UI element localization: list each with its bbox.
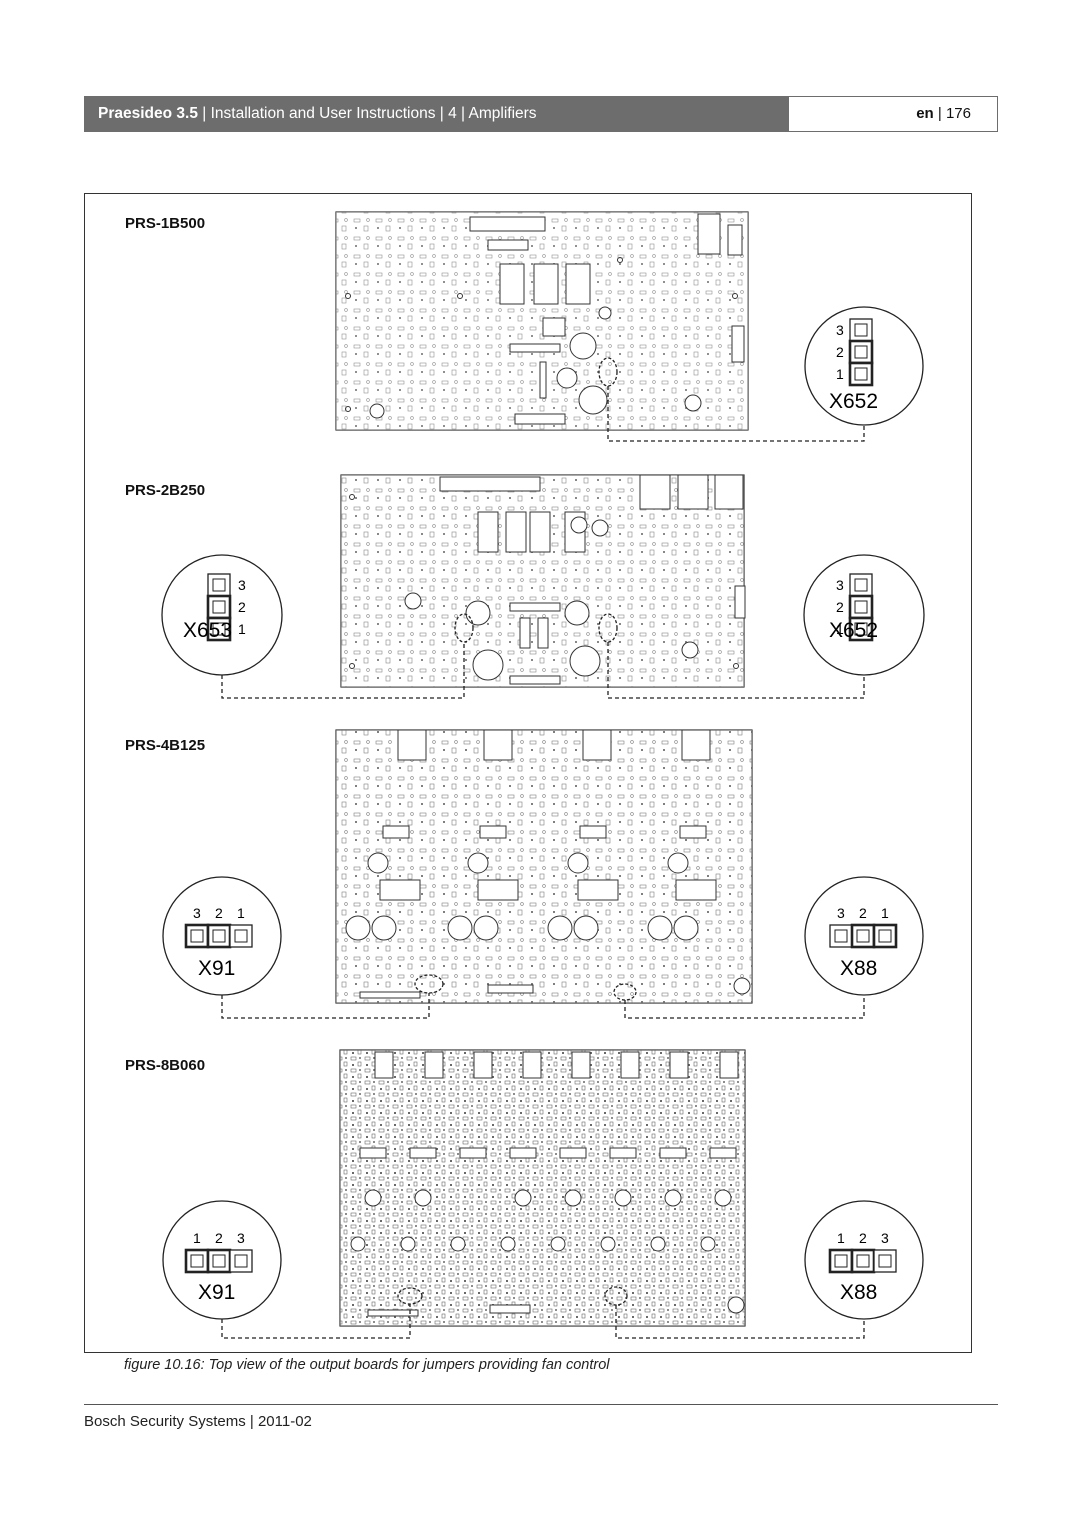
page-header: Praesideo 3.5 | Installation and User In… [84,96,998,132]
pin-label: 1 [881,905,889,921]
pin-label: 1 [193,1230,201,1246]
product-name: Praesideo 3.5 [98,105,198,122]
language-code: en [916,105,934,122]
figure-caption: figure 10.16: Top view of the output boa… [124,1357,610,1373]
pin-label: 1 [237,905,245,921]
connector-label-x88: X88 [840,957,877,980]
pin-label: 3 [837,905,845,921]
pin-label: 3 [193,905,201,921]
page-number-area: en | 176 [916,105,971,122]
header-title-band: Praesideo 3.5 | Installation and User In… [85,97,789,131]
pin-label: 2 [836,344,844,360]
pin-label: 3 [238,577,246,593]
page-number: 176 [945,105,971,122]
connector-label-x652: X652 [829,619,878,642]
connector-label-x91: X91 [198,957,235,980]
jumper-callout-x91-prs-4b125: 3 2 1 X91 [162,876,430,1019]
pin-label: 3 [881,1230,889,1246]
pin-label: 1 [837,1230,845,1246]
pin-label: 1 [836,366,844,382]
model-label-prs-2b250: PRS-2B250 [125,482,206,499]
pin-label: 2 [215,905,223,921]
figure-frame [84,193,972,1353]
pin-label: 3 [836,577,844,593]
pin-label: 2 [215,1230,223,1246]
pcb-board-prs-4b125 [335,729,753,1004]
footer-divider [84,1404,998,1405]
pcb-board-prs-1b500 [335,211,749,431]
model-label-prs-1b500: PRS-1B500 [125,215,206,232]
jumper-callout-x652-prs-2b250: 3 2 1 X652 [607,554,925,699]
pin-label: 2 [859,905,867,921]
pin-label: 3 [237,1230,245,1246]
page-footer: Bosch Security Systems | 2011-02 [84,1413,312,1430]
connector-label-x88: X88 [840,1281,877,1304]
model-label-prs-4b125: PRS-4B125 [125,737,206,754]
jumper-callout-x88-prs-4b125: 3 2 1 X88 [624,876,924,1019]
pin-label: 2 [836,599,844,615]
model-label-prs-8b060: PRS-8B060 [125,1057,206,1074]
pin-label: 2 [238,599,246,615]
jumper-callout-x91-prs-8b060: 1 2 3 X91 [162,1200,411,1339]
jumper-callout-x652-prs-1b500: 3 2 1 X652 [607,306,924,442]
pin-label: 1 [836,621,844,637]
connector-label-x652: X652 [829,390,878,413]
connector-label-x91: X91 [198,1281,235,1304]
pcb-board-prs-8b060 [339,1049,746,1327]
jumper-callout-x653-prs-2b250: 3 2 1 X653 [161,554,465,699]
jumper-callout-x88-prs-8b060: 1 2 3 X88 [615,1200,924,1339]
header-breadcrumb: | Installation and User Instructions | 4… [197,105,537,122]
pin-label: 3 [836,322,844,338]
pin-label: 2 [859,1230,867,1246]
pcb-board-prs-2b250 [340,474,746,688]
connector-label-x653: X653 [183,619,232,642]
pin-label: 1 [238,621,246,637]
